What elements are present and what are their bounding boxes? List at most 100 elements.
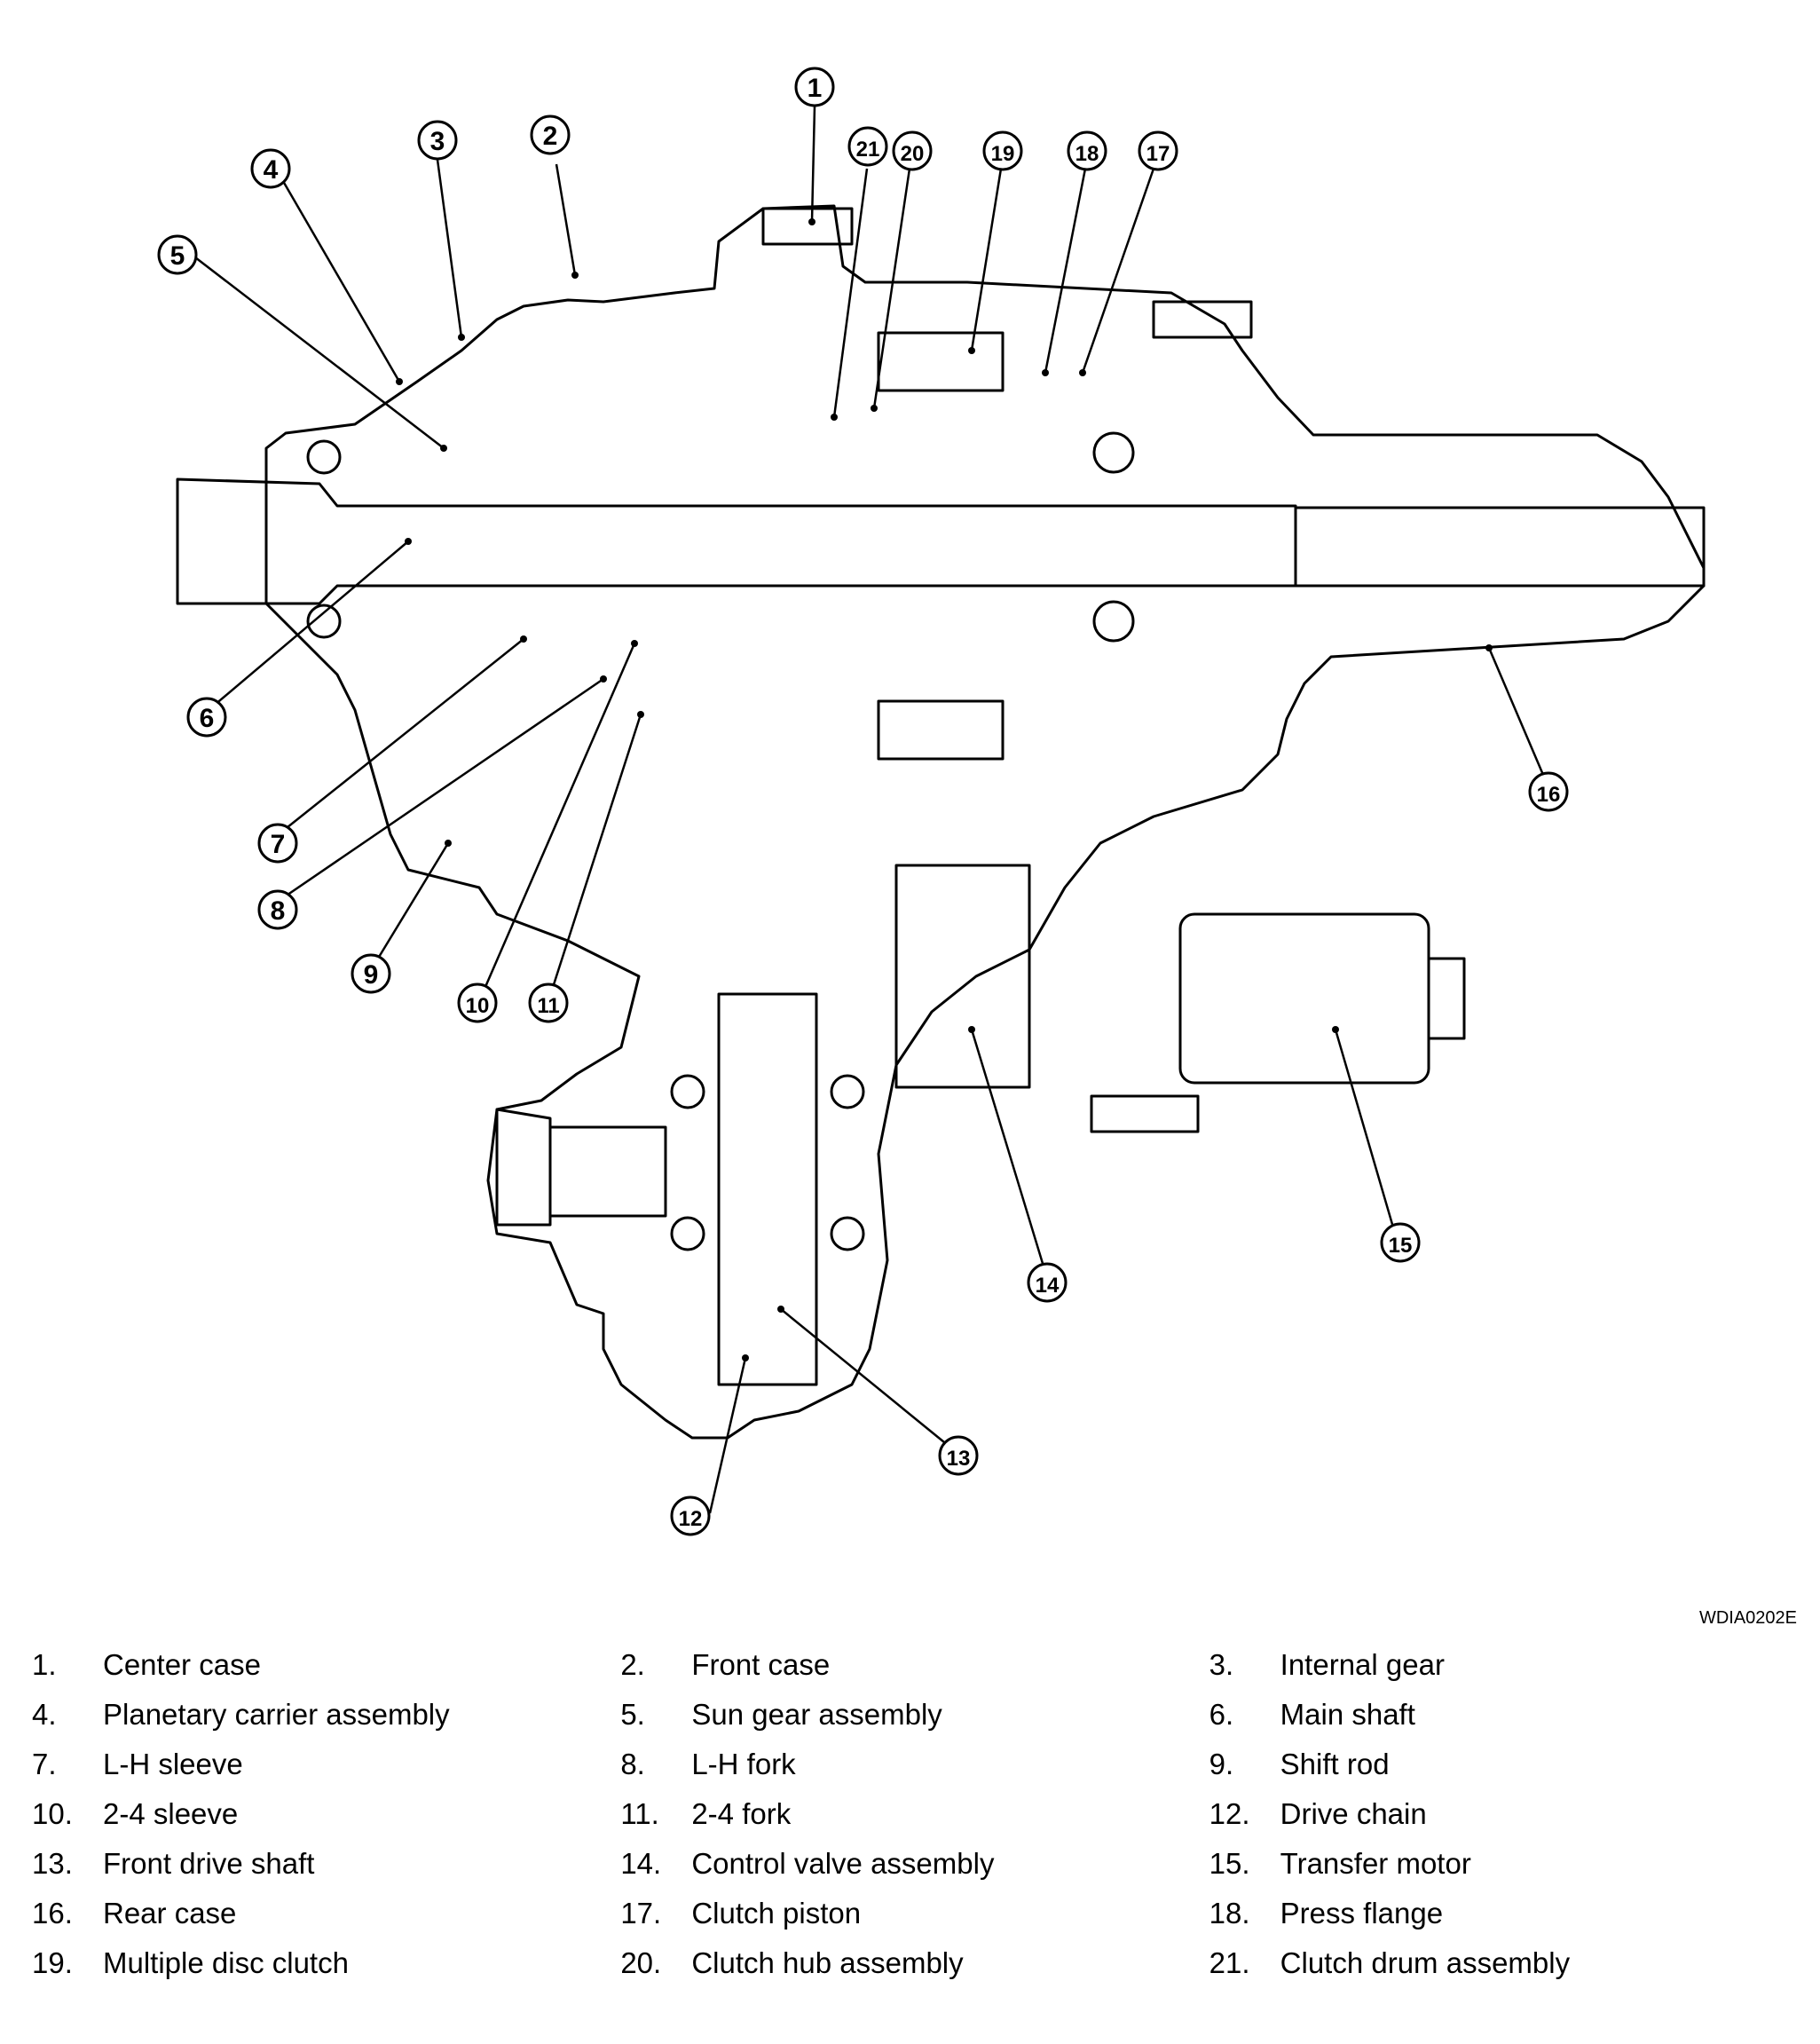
legend-item: 13. Front drive shaft xyxy=(32,1847,620,1881)
legend-num: 19. xyxy=(32,1946,73,1979)
legend-item: 14. Control valve assembly xyxy=(620,1847,1209,1881)
legend-item: 2.Front case xyxy=(620,1648,1209,1682)
callout-20: 20 xyxy=(892,130,933,171)
legend-item: 3.Internal gear xyxy=(1209,1648,1798,1682)
legend-item: 17. Clutch piston xyxy=(620,1897,1209,1930)
callout-20-label: 20 xyxy=(901,142,925,166)
legend-num: 5. xyxy=(620,1698,645,1731)
callout-8-label: 8 xyxy=(271,896,286,926)
callout-13-label: 13 xyxy=(947,1447,971,1471)
legend-row: 13. Front drive shaft 14. Control valve as… xyxy=(32,1839,1798,1889)
callout-9: 9 xyxy=(351,953,391,994)
callout-4: 4 xyxy=(250,148,291,189)
callout-16-label: 16 xyxy=(1537,783,1561,807)
callout-12-label: 12 xyxy=(679,1507,703,1531)
legend-label: Drive chain xyxy=(1280,1797,1427,1830)
callout-11: 11 xyxy=(528,983,569,1023)
front-flange xyxy=(495,1108,667,1227)
callout-5: 5 xyxy=(157,234,198,275)
transfer-motor-body xyxy=(1178,912,1430,1085)
legend-item: 19. Multiple disc clutch xyxy=(32,1946,620,1980)
legend-num: 17. xyxy=(620,1897,662,1930)
bearing xyxy=(670,1074,705,1109)
housing-outline xyxy=(264,204,1706,1440)
bearing xyxy=(306,439,342,475)
callout-3: 3 xyxy=(417,120,458,161)
legend-label: Clutch piston xyxy=(691,1897,862,1930)
legend-item: 12. Drive chain xyxy=(1209,1797,1798,1831)
legend-num: 7. xyxy=(32,1748,57,1780)
legend-num: 4. xyxy=(32,1698,57,1731)
callouts: 1 2 3 4 5 6 7 8 9 10 11 12 13 14 15 16 1… xyxy=(157,67,1569,1536)
legend-item: 15.Transfer motor xyxy=(1209,1847,1798,1881)
bearing xyxy=(830,1074,865,1109)
legend-num: 13. xyxy=(32,1847,73,1880)
legend-num: 14. xyxy=(620,1847,662,1880)
callout-6-label: 6 xyxy=(200,704,215,733)
callout-17: 17 xyxy=(1138,130,1178,171)
callout-16: 16 xyxy=(1528,771,1569,812)
legend-label: Front drive shaft xyxy=(103,1847,315,1880)
callout-12: 12 xyxy=(670,1496,711,1536)
callout-15-label: 15 xyxy=(1389,1234,1413,1258)
callout-10-label: 10 xyxy=(466,994,490,1018)
callout-1: 1 xyxy=(794,67,835,107)
callout-14: 14 xyxy=(1027,1262,1068,1303)
transfer-motor-cap xyxy=(1427,957,1466,1040)
callout-10: 10 xyxy=(457,983,498,1023)
control-valve-body xyxy=(894,864,1031,1089)
legend-row: 1. Center case 2.Front case 3.Internal ge… xyxy=(32,1640,1798,1690)
legend-label: 2-4 fork xyxy=(691,1797,792,1830)
callout-21-label: 21 xyxy=(856,138,880,162)
legend-label: Center case xyxy=(103,1648,261,1681)
legend-item: 16. Rear case xyxy=(32,1897,620,1930)
callout-3-label: 3 xyxy=(430,127,445,156)
callout-6: 6 xyxy=(186,697,227,738)
callout-19: 19 xyxy=(982,130,1023,171)
legend-num: 18. xyxy=(1209,1897,1250,1930)
front-drive-shaft xyxy=(717,992,818,1386)
legend-label: Internal gear xyxy=(1280,1648,1445,1681)
legend-item: 7. L-H sleeve xyxy=(32,1748,620,1781)
callout-7: 7 xyxy=(257,823,298,864)
legend-item: 1. Center case xyxy=(32,1648,620,1682)
leader-lines xyxy=(194,106,1548,1514)
callout-1-label: 1 xyxy=(808,74,823,103)
callout-8: 8 xyxy=(257,889,298,930)
legend-label: Planetary carrier assembly xyxy=(103,1698,450,1731)
legend-item: 5.Sun gear assembly xyxy=(620,1698,1209,1732)
legend-label: L-H sleeve xyxy=(103,1748,243,1780)
clutch-pack-lower xyxy=(877,699,1005,761)
legend-item: 21.Clutch drum assembly xyxy=(1209,1946,1798,1980)
legend-num: 6. xyxy=(1209,1698,1234,1731)
legend-label: Shift rod xyxy=(1280,1748,1390,1780)
legend-item: 11. 2-4 fork xyxy=(620,1797,1209,1831)
bolt xyxy=(1152,300,1253,339)
bolt xyxy=(1090,1094,1200,1133)
legend-label: Press flange xyxy=(1280,1897,1444,1930)
legend-num: 12. xyxy=(1209,1797,1250,1830)
legend-num: 1. xyxy=(32,1648,57,1681)
legend-item: 9.Shift rod xyxy=(1209,1748,1798,1781)
callout-7-label: 7 xyxy=(271,830,286,859)
callout-9-label: 9 xyxy=(364,960,379,990)
bearing xyxy=(830,1216,865,1251)
legend-item: 18. Press flange xyxy=(1209,1897,1798,1930)
callout-5-label: 5 xyxy=(170,241,185,271)
legend-label: Front case xyxy=(691,1648,831,1681)
callout-21: 21 xyxy=(847,126,888,167)
legend-row: 7.L-H sleeve 8.L-H fork 9.Shift rod xyxy=(32,1740,1798,1789)
legend-item: 4. Planetary carrier assembly xyxy=(32,1698,620,1732)
leader-dots xyxy=(396,218,1493,1361)
transfer-cross-section-diagram: 1 2 3 4 5 6 7 8 9 10 11 12 13 14 15 16 1… xyxy=(157,67,1706,1536)
legend-num: 16. xyxy=(32,1897,73,1930)
bearing xyxy=(306,604,342,639)
legend-label: Main shaft xyxy=(1280,1698,1415,1731)
bearing xyxy=(1092,431,1135,474)
legend-label: Control valve assembly xyxy=(691,1847,995,1880)
legend-label: Rear case xyxy=(103,1897,237,1930)
bearing xyxy=(670,1216,705,1251)
legend-num: 11. xyxy=(620,1797,659,1830)
legend-label: Multiple disc clutch xyxy=(103,1946,349,1979)
legend-num: 8. xyxy=(620,1748,645,1780)
